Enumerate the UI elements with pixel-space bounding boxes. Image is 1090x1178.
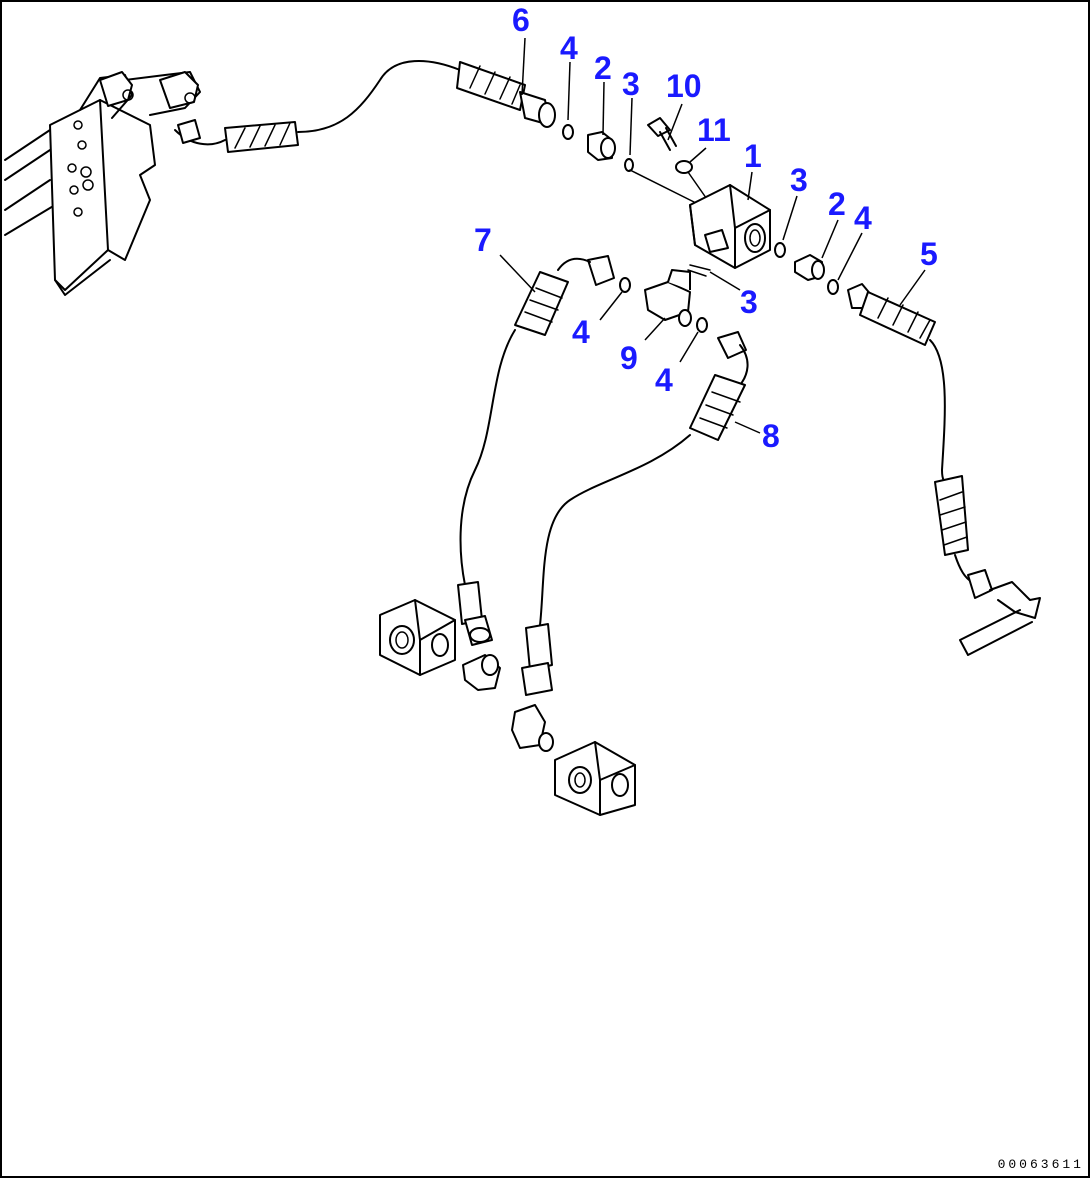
- leader-lines: [499, 37, 926, 434]
- hose-6: [174, 60, 556, 153]
- callout-10: 10: [666, 68, 702, 104]
- right-fittings: [774, 242, 839, 295]
- valve-block-1: [689, 184, 771, 269]
- hose-7: [457, 255, 615, 646]
- callout-3-right: 3: [790, 162, 808, 198]
- callout-1: 1: [744, 138, 762, 174]
- mounting-bracket: [4, 71, 201, 296]
- callout-4-top: 4: [560, 30, 578, 66]
- lower-valve-left: [379, 599, 501, 691]
- callout-3-top: 3: [622, 66, 640, 102]
- callout-4-center-left: 4: [572, 314, 590, 350]
- tee-fitting-9: [619, 264, 711, 333]
- callout-11: 11: [697, 112, 731, 148]
- hose-5: [847, 283, 1041, 656]
- callout-7: 7: [474, 222, 492, 258]
- callout-4-center-right: 4: [655, 362, 673, 398]
- callout-3-center: 3: [740, 284, 758, 320]
- callout-9: 9: [620, 340, 638, 376]
- callout-6: 6: [512, 2, 530, 38]
- callout-5: 5: [920, 236, 938, 272]
- drawing-number: 00063611: [997, 1157, 1084, 1172]
- callout-4-right: 4: [854, 200, 872, 236]
- callout-2-right: 2: [828, 186, 846, 222]
- callout-8: 8: [762, 418, 780, 454]
- lower-valve-right: [511, 704, 636, 816]
- hose-8: [521, 331, 749, 696]
- callout-2-top: 2: [594, 50, 612, 86]
